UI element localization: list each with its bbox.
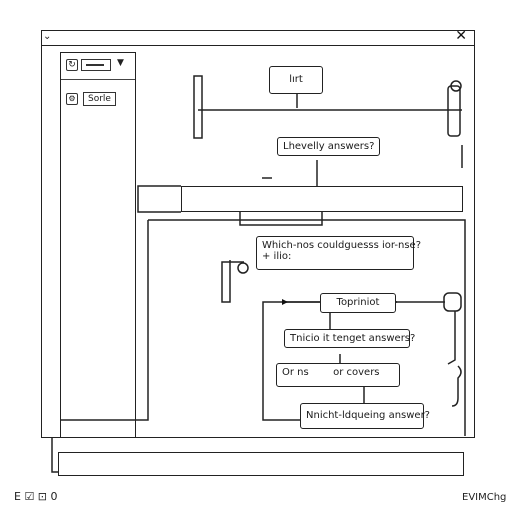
title-bar: ⌄ ✕ [41, 28, 475, 46]
footer-right-label: EVIMChg [462, 492, 507, 503]
sort-button[interactable]: Sorle [83, 92, 116, 106]
node-target[interactable]: Tnicio it tenget answers? [284, 329, 415, 348]
node-question-title: Which-nos couldguesss ior-nse? [262, 240, 422, 251]
status-bar [58, 452, 464, 476]
node-top[interactable]: lırt [269, 66, 323, 94]
sidebar-panel: ↻ ▼ ⚙ Sorle [60, 52, 136, 438]
main-header-bar[interactable] [181, 186, 463, 212]
node-answers[interactable]: Lhevelly answers? [277, 137, 381, 156]
node-topic[interactable]: Topriniot [320, 293, 396, 313]
chevron-down-icon[interactable]: ▼ [117, 58, 124, 68]
sidebar-divider [61, 79, 135, 80]
chevron-down-icon[interactable]: ⌄ [43, 31, 52, 42]
node-or[interactable]: Or ns or covers [276, 363, 400, 387]
node-which[interactable]: Nnicht-ldqueing answer? [300, 403, 430, 429]
node-or-left: Or ns [282, 367, 309, 378]
sidebar-dropdown-field[interactable] [81, 59, 111, 71]
settings-icon[interactable]: ⚙ [66, 93, 78, 105]
node-question[interactable]: Which-nos couldguesss ior-nse? + ilio: [256, 236, 422, 270]
refresh-icon[interactable]: ↻ [66, 59, 78, 71]
footer-left-icons: E ☑ ⊡ 0 [14, 490, 58, 503]
close-button[interactable]: ✕ [455, 28, 467, 44]
node-or-right: or covers [333, 367, 380, 378]
node-question-sub: + ilio: [262, 251, 292, 262]
